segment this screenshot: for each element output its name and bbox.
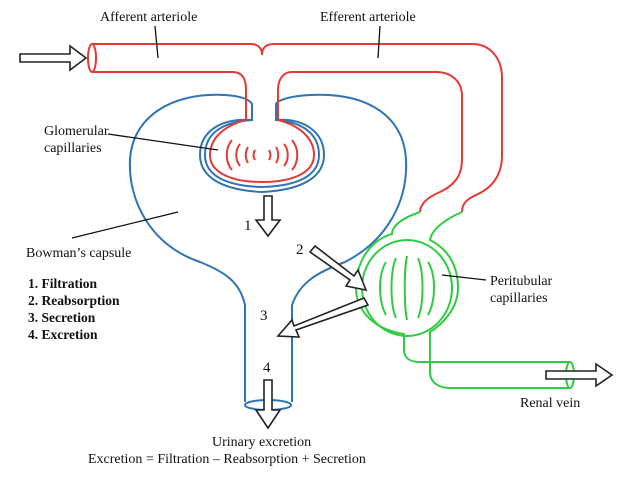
outflow-arrow — [545, 362, 614, 388]
vessel-inner — [92, 71, 463, 213]
arrow-number-2: 2 — [296, 242, 304, 258]
afferent-arteriole-label: Afferent arteriole — [100, 10, 198, 25]
arrow-number-1: 1 — [244, 218, 252, 234]
glomerular-capillaries-label-line1: Glomerular — [44, 124, 109, 139]
vessel-outer — [92, 43, 503, 213]
glomerular-capillaries-label-line2: capillaries — [44, 141, 102, 156]
process-arrows — [19, 44, 614, 430]
leader-lines — [71, 25, 487, 281]
reabsorption-arrow — [308, 244, 368, 292]
excretion-arrow — [254, 379, 282, 430]
peritubular-bulb — [361, 239, 453, 337]
peritubular-capillaries-label-line2: capillaries — [490, 291, 548, 306]
peritubular-capillaries-label-line1: Peritubular — [490, 274, 553, 289]
arrow-number-4: 4 — [263, 360, 271, 376]
step-filtration: 1. Filtration — [28, 276, 97, 291]
urinary-excretion-label: Urinary excretion — [212, 435, 312, 450]
step-excretion: 4. Excretion — [28, 327, 98, 342]
step-secretion: 3. Secretion — [28, 310, 96, 325]
renal-vein-label: Renal vein — [520, 396, 581, 411]
afferent-inlet — [87, 43, 97, 73]
efferent-arteriole-label: Efferent arteriole — [320, 10, 416, 25]
process-steps-list: 1. Filtration 2. Reabsorption 3. Secreti… — [28, 275, 120, 343]
step-reabsorption: 2. Reabsorption — [28, 293, 120, 308]
inflow-arrow — [19, 44, 88, 72]
arrow-number-3: 3 — [260, 308, 268, 324]
capsule-inner-wall — [203, 119, 321, 189]
excretion-equation: Excretion = Filtration – Reabsorption + … — [88, 452, 366, 467]
arteriole-vessels — [87, 43, 503, 213]
filtration-arrow — [254, 195, 282, 238]
bowmans-capsule-label: Bowman’s capsule — [26, 246, 132, 261]
peritubular-outer — [428, 211, 570, 389]
secretion-arrow — [276, 296, 370, 338]
capsule-outline — [128, 93, 408, 402]
glomerulus-outer-loop — [208, 119, 316, 184]
